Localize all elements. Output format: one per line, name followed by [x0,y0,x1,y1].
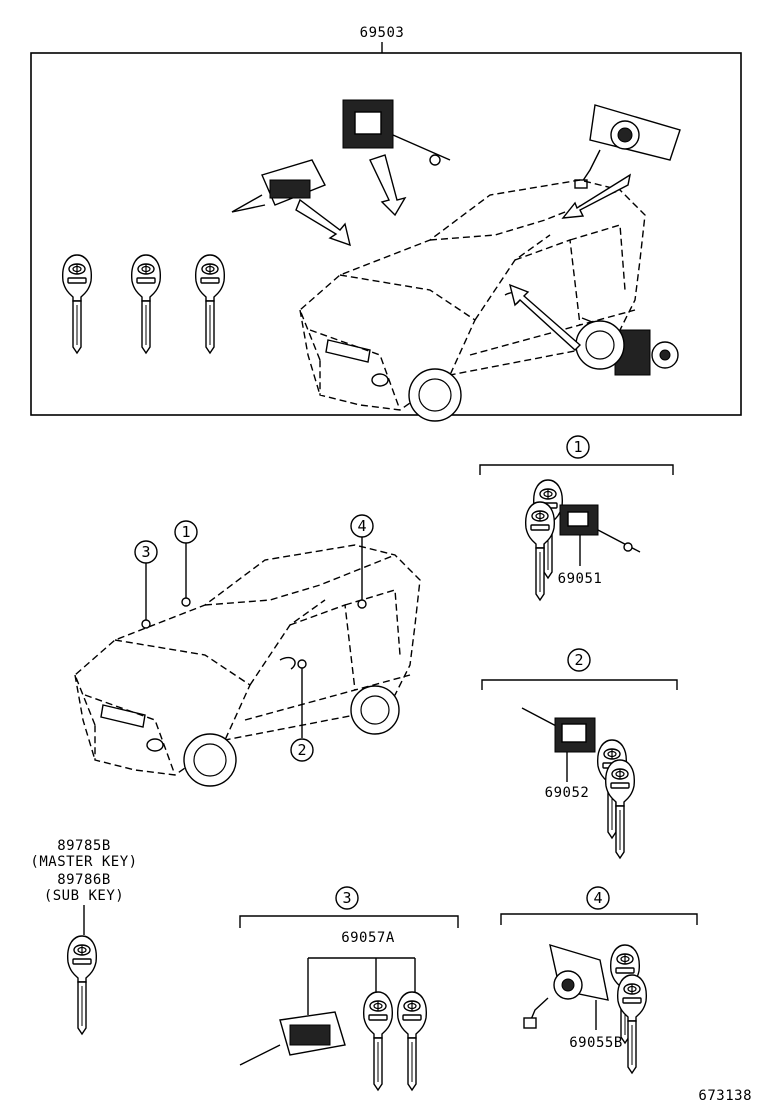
svg-text:1: 1 [573,438,582,456]
group-2: 2 69052 [481,648,678,859]
ignition-set-part: 69057A [341,930,395,946]
svg-text:4: 4 [357,517,366,535]
set-car-outline [299,179,646,422]
set-key-1 [61,254,93,354]
svg-text:3: 3 [141,543,150,561]
sub-key-name: (SUB KEY) [44,888,124,904]
callout-3-car: 3 [134,540,158,629]
callout-2-car: 2 [290,659,314,762]
master-key-name: (MASTER KEY) [30,854,137,870]
set-door-lock-top [342,99,451,166]
figure-code: 673138 [698,1088,752,1104]
lock-back-door-part: 69055B [569,1035,623,1051]
set-back-door-lock [574,104,681,189]
lock-front-door-part: 69051 [558,571,603,587]
set-key-3 [194,254,226,354]
master-key-part: 89785B [57,838,111,854]
set-arrows [295,154,632,351]
svg-text:4: 4 [593,889,602,907]
svg-text:3: 3 [342,889,351,907]
svg-text:1: 1 [181,523,190,541]
callout-1-car: 1 [174,520,198,607]
set-key-2 [130,254,162,354]
set-frame [30,52,742,416]
group-1: 1 69051 [479,435,674,601]
main-car-outline [74,544,421,787]
set-ignition-cylinder [231,159,326,213]
keys-group: 89785B (MASTER KEY) 89786B (SUB KEY) [30,838,137,1035]
callout-4-car: 4 [350,514,374,609]
svg-text:2: 2 [297,741,306,759]
lock-rear-door-part: 69052 [545,785,590,801]
set-part-number: 69503 [360,25,405,41]
svg-text:2: 2 [574,651,583,669]
group-3: 3 69057A [239,886,459,1091]
group-4: 4 69055B [500,886,698,1074]
sub-key-part: 89786B [57,872,111,888]
